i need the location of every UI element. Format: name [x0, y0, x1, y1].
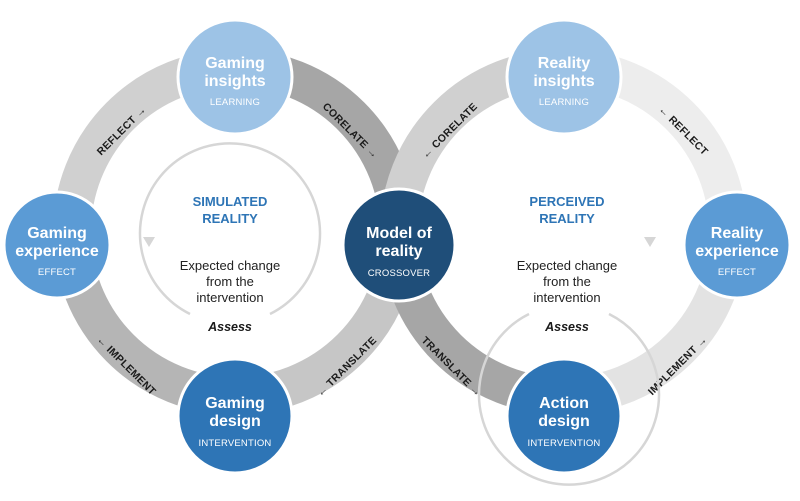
node-reality-experience-sub: EFFECT [718, 267, 756, 278]
center-right-title-line1: PERCEIVED [529, 194, 604, 209]
node-action-design: Action design INTERVENTION [505, 357, 623, 475]
node-gaming-insights-title-line2: insights [204, 73, 265, 90]
node-gaming-design-title-line1: Gaming [205, 395, 265, 412]
node-action-design-title-line1: Action [539, 395, 589, 412]
node-reality-insights-sub: LEARNING [539, 97, 589, 108]
node-gaming-design-circle [176, 357, 294, 475]
node-gaming-experience-title-line2: experience [15, 243, 99, 260]
center-left: SIMULATED REALITY Expected change from t… [180, 194, 280, 334]
node-gaming-insights-sub: LEARNING [210, 97, 260, 108]
center-right-assess: Assess [544, 320, 589, 334]
cycle-arc-right [477, 312, 661, 486]
node-reality-insights-title-line2: insights [533, 73, 594, 90]
node-model-of-reality: Model of reality CROSSOVER [341, 187, 457, 303]
node-gaming-design-sub: INTERVENTION [199, 438, 272, 449]
center-left-body-line1: Expected change [180, 258, 280, 273]
center-left-assess: Assess [207, 320, 252, 334]
center-right: PERCEIVED REALITY Expected change from t… [517, 194, 617, 334]
center-left-title-line1: SIMULATED [193, 194, 268, 209]
node-model-of-reality-sub: CROSSOVER [368, 268, 431, 279]
center-left-body-line2: from the [206, 274, 254, 289]
node-gaming-experience: Gaming experience EFFECT [2, 190, 112, 300]
center-right-title-line2: REALITY [539, 211, 595, 226]
node-model-of-reality-title-line2: reality [375, 243, 422, 260]
node-model-of-reality-circle [341, 187, 457, 303]
arrowhead-right-icon [644, 237, 656, 247]
node-gaming-experience-title-line1: Gaming [27, 225, 87, 242]
node-gaming-insights: Gaming insights LEARNING [176, 18, 294, 136]
node-model-of-reality-title-line1: Model of [366, 225, 432, 242]
node-action-design-circle [505, 357, 623, 475]
node-gaming-insights-circle [176, 18, 294, 136]
node-reality-experience-circle [682, 190, 792, 300]
node-action-design-sub: INTERVENTION [528, 438, 601, 449]
center-right-body-line3: intervention [533, 290, 600, 305]
node-reality-insights: Reality insights LEARNING [505, 18, 623, 136]
arrowhead-left-icon [143, 237, 155, 247]
cycle-arc-left [138, 142, 322, 316]
node-reality-experience-title-line2: experience [695, 243, 779, 260]
node-reality-insights-title-line1: Reality [538, 55, 591, 72]
node-gaming-design: Gaming design INTERVENTION [176, 357, 294, 475]
center-right-body-line2: from the [543, 274, 591, 289]
center-right-body-line1: Expected change [517, 258, 617, 273]
node-action-design-title-line2: design [538, 413, 590, 430]
node-reality-experience: Reality experience EFFECT [682, 190, 792, 300]
node-gaming-design-title-line2: design [209, 413, 261, 430]
node-gaming-experience-circle [2, 190, 112, 300]
node-reality-experience-title-line1: Reality [711, 225, 764, 242]
node-gaming-experience-sub: EFFECT [38, 267, 76, 278]
node-reality-insights-circle [505, 18, 623, 136]
node-gaming-insights-title-line1: Gaming [205, 55, 265, 72]
center-left-title-line2: REALITY [202, 211, 258, 226]
center-left-body-line3: intervention [196, 290, 263, 305]
